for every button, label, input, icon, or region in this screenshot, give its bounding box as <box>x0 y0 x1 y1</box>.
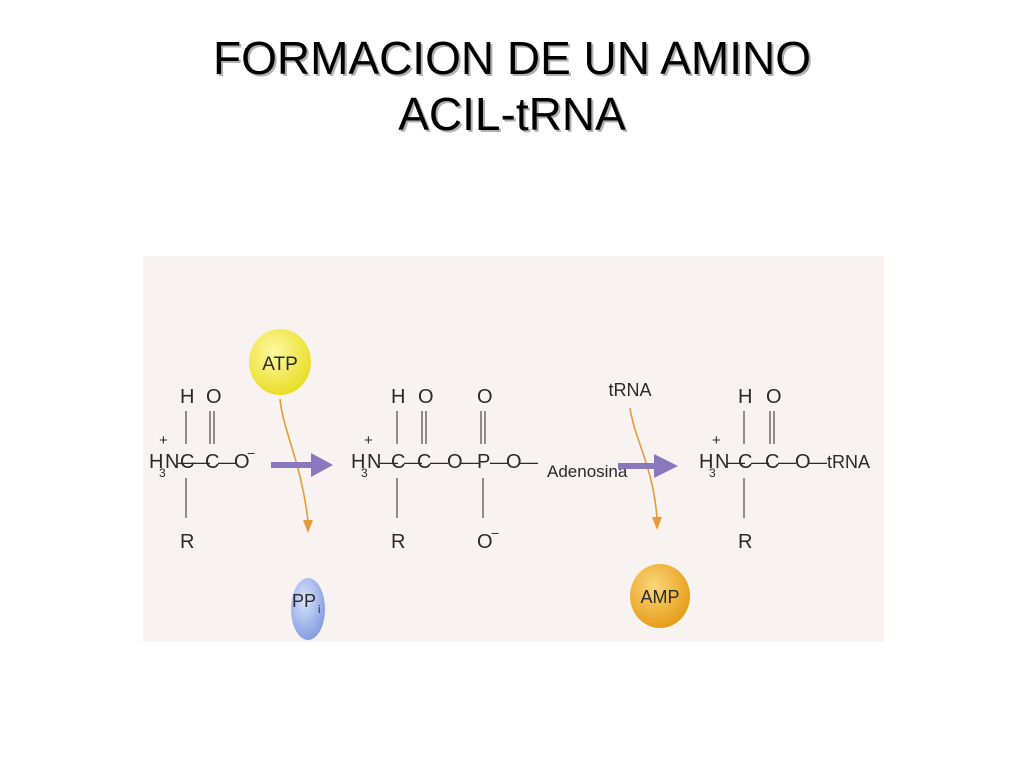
amp-label: AMP <box>640 587 679 607</box>
trna-to-amp-arrowhead <box>652 517 662 530</box>
atom-n: N <box>165 451 179 473</box>
atom-r: R <box>391 531 405 553</box>
subscript-3: 3 <box>709 466 716 480</box>
bond-c2-o: — <box>430 452 448 472</box>
bond-p-o: — <box>490 452 508 472</box>
step-2: tRNA AMP <box>608 380 690 628</box>
atom-h: H <box>180 386 194 408</box>
trna-attached-label: tRNA <box>827 452 870 472</box>
title-line-2: ACIL-tRNA <box>398 88 626 140</box>
charge-plus: + <box>364 432 373 449</box>
bond-o-trna: — <box>809 452 827 472</box>
atom-c1: C <box>738 451 752 473</box>
bond-o-p: — <box>461 452 479 472</box>
bond-n-c1: — <box>380 452 398 472</box>
atom-r: R <box>738 531 752 553</box>
atom-o-phosphoryl: O <box>477 386 493 408</box>
charge-plus: + <box>159 432 168 449</box>
atom-o-minus: O <box>234 451 250 473</box>
atom-n: N <box>715 451 729 473</box>
step-1: ATP PP i <box>249 329 333 640</box>
amp-circle <box>630 564 690 628</box>
atom-h3: H <box>351 451 365 473</box>
bond-n-c1: — <box>727 452 745 472</box>
reaction-figure: H O + H 3 N — C — C — O − R ATP PP i <box>143 256 884 642</box>
reaction-arrow-2-head <box>654 454 678 478</box>
subscript-3: 3 <box>159 466 166 480</box>
bond-c2-o: — <box>218 452 236 472</box>
ppi-circle <box>291 578 325 640</box>
atp-label: ATP <box>262 354 298 375</box>
atom-o-end: O <box>506 451 522 473</box>
atom-o: O <box>206 386 222 408</box>
slide-title: FORMACION DE UN AMINO ACIL-tRNA <box>0 30 1024 142</box>
bond-c2-o: — <box>778 452 796 472</box>
atom-c2: C <box>417 451 431 473</box>
atom-o-link: O <box>447 451 463 473</box>
subscript-3: 3 <box>361 466 368 480</box>
bond-n-c1: — <box>178 452 196 472</box>
atom-c1: C <box>391 451 405 473</box>
atom-h: H <box>391 386 405 408</box>
reaction-arrow-1-head <box>311 453 333 477</box>
atom-o: O <box>766 386 782 408</box>
atom-o-minus: O <box>477 531 493 553</box>
charge-minus: − <box>491 525 499 541</box>
atom-h3: H <box>699 451 713 473</box>
atom-c2: C <box>205 451 219 473</box>
trna-label: tRNA <box>608 380 651 400</box>
atp-to-ppi-arrow <box>279 398 309 522</box>
atp-to-ppi-arrowhead <box>303 520 313 533</box>
atom-c2: C <box>765 451 779 473</box>
adenosine-label: Adenosina <box>547 462 628 481</box>
charge-plus: + <box>712 432 721 449</box>
bond-c1-c2: — <box>192 452 210 472</box>
atom-r: R <box>180 531 194 553</box>
reaction-diagram: H O + H 3 N — C — C — O − R ATP PP i <box>149 329 870 640</box>
product-aminoacyl-trna: H O + H 3 N — C — C — O — tRNA R <box>699 386 870 553</box>
bond-c1-c2: — <box>751 452 769 472</box>
atom-h3: H <box>149 451 163 473</box>
atom-p: P <box>477 451 490 473</box>
ppi-label: PP <box>292 591 316 611</box>
atp-circle <box>249 329 311 395</box>
atom-o-carbonyl: O <box>418 386 434 408</box>
bond-o-adenosine: — <box>520 452 538 472</box>
atom-h: H <box>738 386 752 408</box>
atom-c1: C <box>180 451 194 473</box>
title-line-1: FORMACION DE UN AMINO <box>212 32 812 84</box>
charge-minus: − <box>247 445 255 461</box>
atom-o-link: O <box>795 451 811 473</box>
reactant-amino-acid: H O + H 3 N — C — C — O − R <box>149 386 255 553</box>
bond-c1-c2: — <box>404 452 422 472</box>
ppi-subscript: i <box>318 604 320 616</box>
intermediate-aminoacyl-adenylate: H O O + H 3 N — C — C — O — P — O — Aden… <box>351 386 628 553</box>
atom-n: N <box>367 451 381 473</box>
trna-to-amp-arrow <box>629 407 658 519</box>
